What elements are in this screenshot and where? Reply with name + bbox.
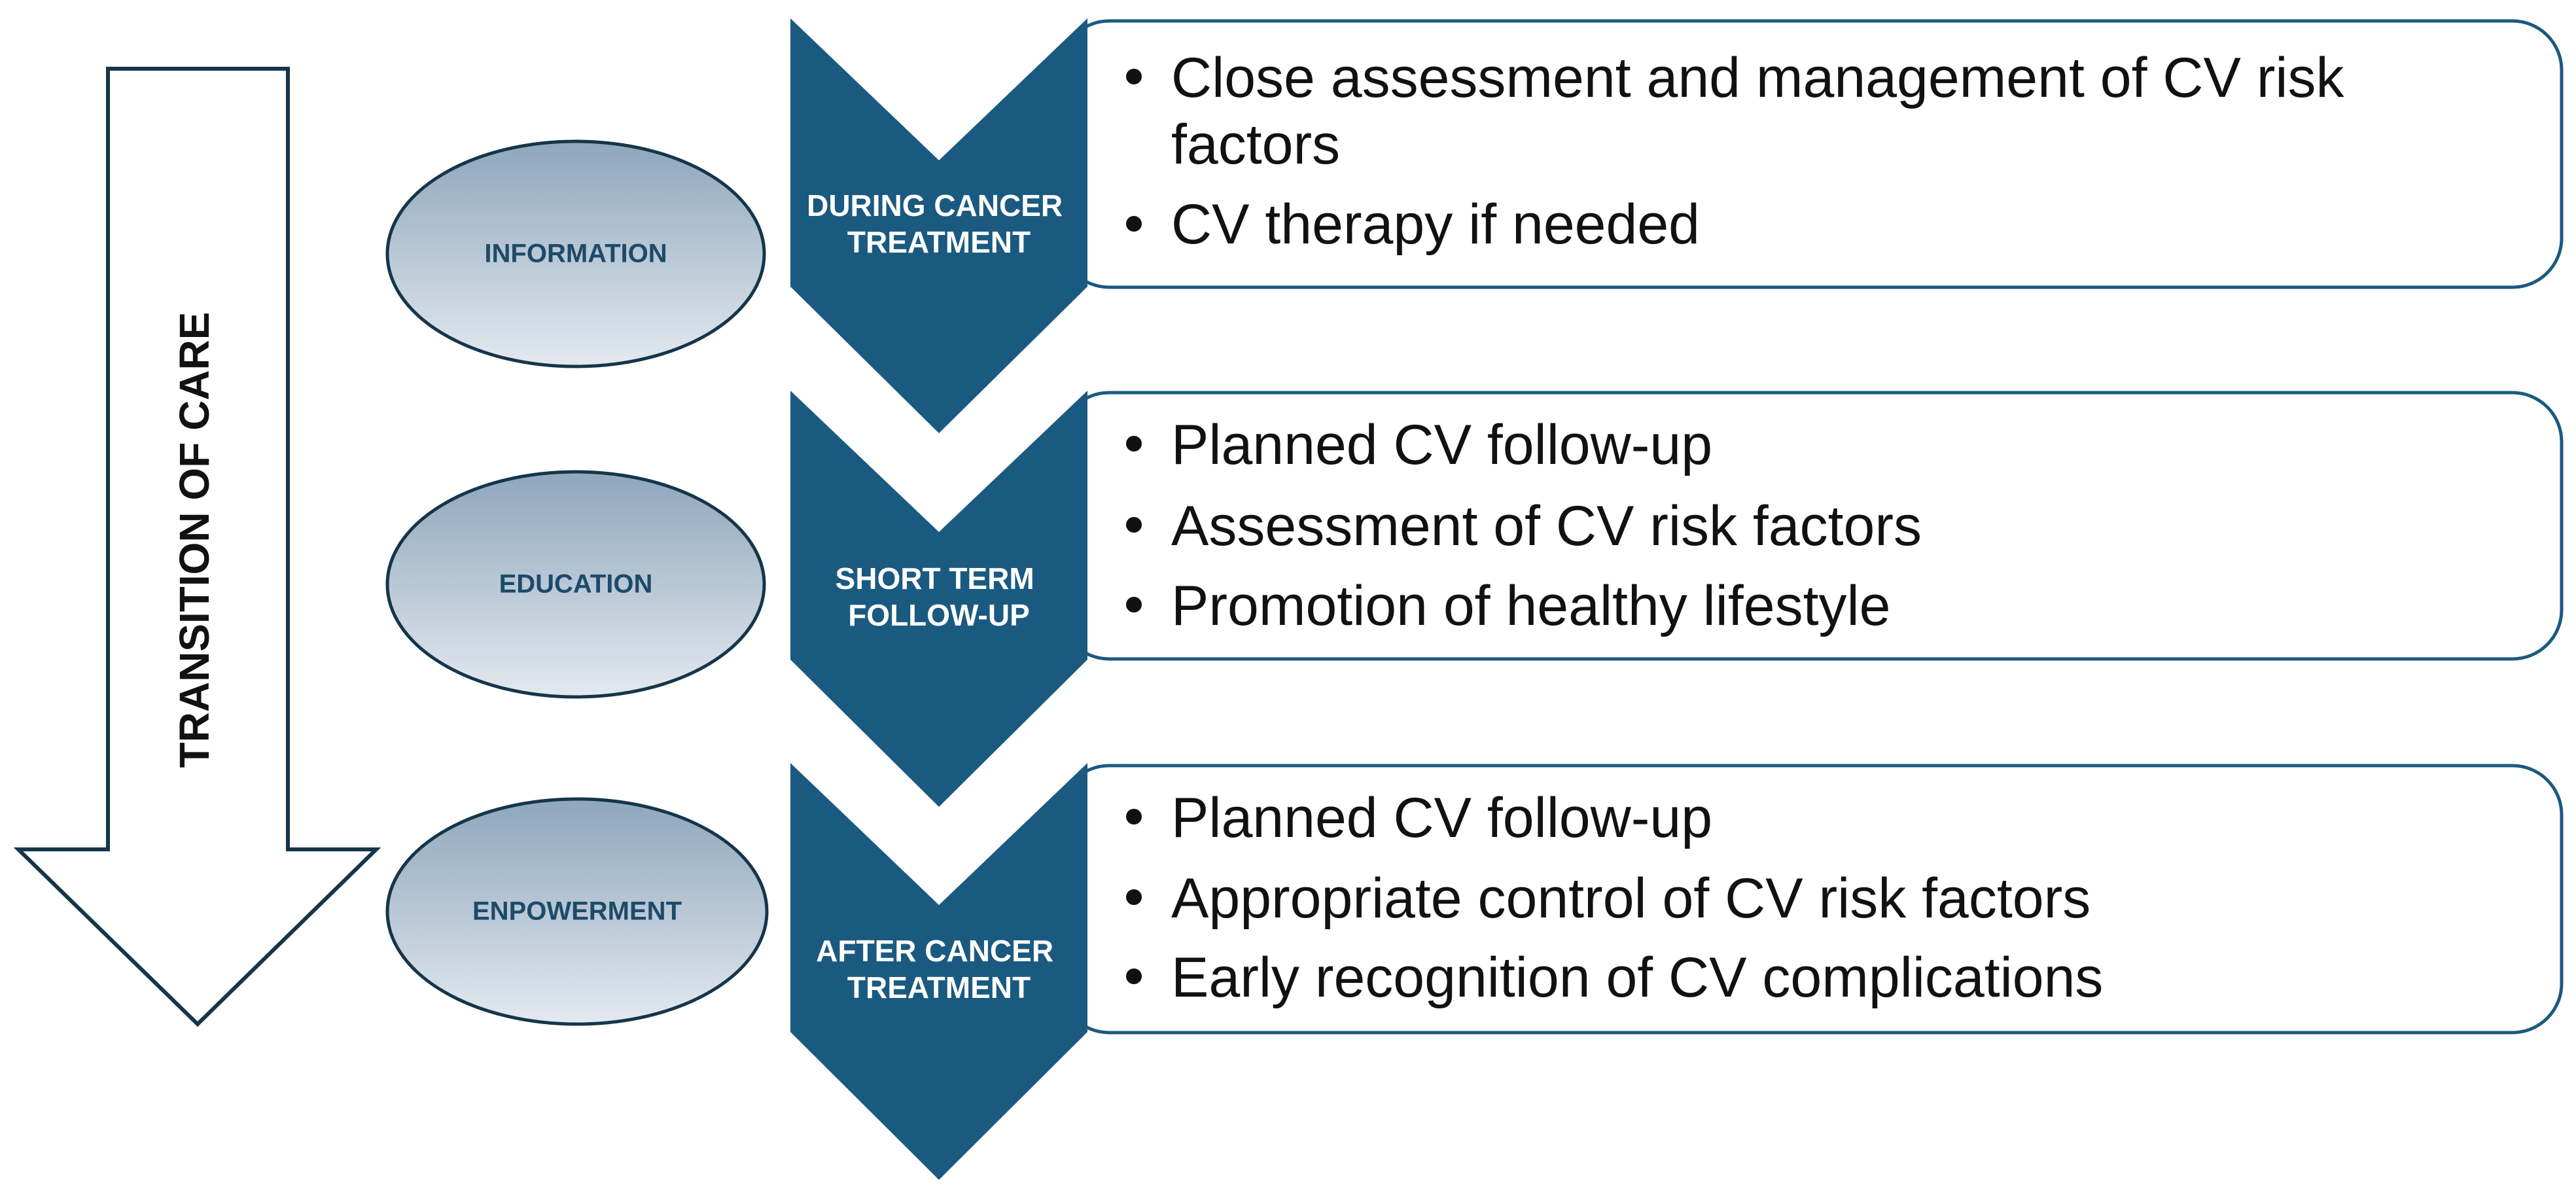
bullet-dot xyxy=(1126,889,1142,905)
oval-label-education: EDUCATION xyxy=(499,570,653,599)
bullet-dot xyxy=(1126,809,1142,825)
chevron-line: DURING CANCER xyxy=(807,188,1063,222)
bullet-item: Promotion of healthy lifestyle xyxy=(1171,575,1890,637)
chevron-line: SHORT TERM xyxy=(836,561,1034,595)
chevron-during-treatment xyxy=(790,18,1087,433)
down-arrow-icon xyxy=(13,67,381,1027)
oval-enpowerment xyxy=(385,797,769,1026)
bullet-dot xyxy=(1126,216,1142,232)
oval-education xyxy=(385,470,766,699)
chevron-line: TREATMENT xyxy=(847,970,1031,1004)
stage-during-treatment: INFORMATION DURING CANCER TREATMENT Clos… xyxy=(385,18,2564,433)
bullet-dot xyxy=(1126,69,1142,84)
transition-arrow: TRANSITION OF CARE xyxy=(13,67,381,1027)
chevron-label-after-treatment: AFTER CANCER TREATMENT xyxy=(816,934,1062,1004)
bullet-list-after-treatment: Planned CV follow-up Appropriate control… xyxy=(1126,787,2103,1009)
chevron-line: AFTER CANCER xyxy=(816,934,1053,968)
chevron-label-short-term-follow-up: SHORT TERM FOLLOW-UP xyxy=(836,561,1043,632)
stage-after-treatment: ENPOWERMENT AFTER CANCER TREATMENT Plann… xyxy=(385,763,2564,1180)
bullet-item: Close assessment and management of CV ri… xyxy=(1171,46,2359,176)
bullet-item: Appropriate control of CV risk factors xyxy=(1171,867,2091,930)
transition-arrow-label: TRANSITION OF CARE xyxy=(171,312,218,768)
oval-information xyxy=(385,139,766,368)
bullet-dot xyxy=(1126,968,1142,984)
chevron-after-treatment xyxy=(790,763,1087,1180)
bullet-item: Assessment of CV risk factors xyxy=(1171,495,1922,558)
chevron-short-term-follow-up xyxy=(790,391,1087,807)
bullet-item: Planned CV follow-up xyxy=(1171,414,1712,476)
bullet-dot xyxy=(1126,517,1142,533)
stage-short-term-follow-up: EDUCATION SHORT TERM FOLLOW-UP Planned C… xyxy=(385,391,2564,807)
bullet-dot xyxy=(1126,436,1142,452)
bullet-list-during-treatment: Close assessment and management of CV ri… xyxy=(1126,46,2359,256)
bullet-item: CV therapy if needed xyxy=(1171,193,1700,256)
chevron-line: TREATMENT xyxy=(847,225,1031,259)
oval-label-enpowerment: ENPOWERMENT xyxy=(472,897,682,926)
chevron-line: FOLLOW-UP xyxy=(848,598,1030,632)
oval-label-information: INFORMATION xyxy=(484,240,667,268)
chevron-label-during-treatment: DURING CANCER TREATMENT xyxy=(807,188,1071,259)
bullet-item: Planned CV follow-up xyxy=(1171,787,1712,849)
bullet-list-short-term-follow-up: Planned CV follow-up Assessment of CV ri… xyxy=(1126,414,1922,637)
bullet-item: Early recognition of CV complications xyxy=(1171,946,2103,1009)
bullet-dot xyxy=(1126,597,1142,612)
